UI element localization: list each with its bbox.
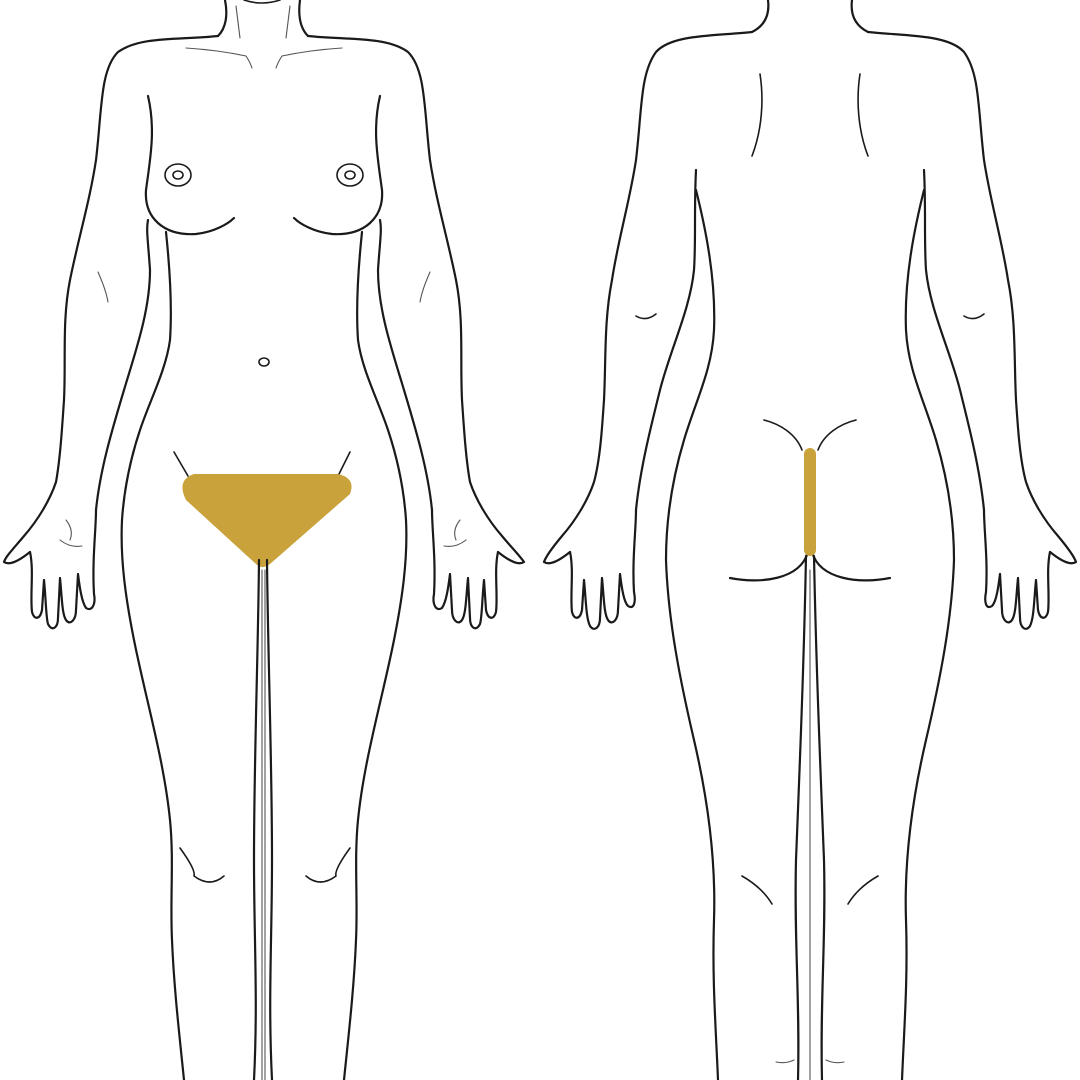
front-torso-right (342, 230, 408, 1080)
front-right-thumb-line (454, 519, 461, 541)
back-highlight-zone (804, 448, 816, 556)
back-left-hand (568, 508, 638, 630)
back-gluteal-fold-left (728, 550, 810, 582)
front-nipple-left-inner (172, 170, 184, 180)
front-nipple-right-inner (344, 170, 356, 180)
front-figure (2, 0, 526, 1080)
front-left-hand (28, 508, 98, 630)
back-neck-right (850, 0, 870, 34)
back-knee-left (741, 875, 773, 905)
back-calf-right (825, 1059, 845, 1064)
back-calf-left (775, 1059, 795, 1064)
front-right-arm-inner (376, 218, 434, 512)
front-right-arm-outer (306, 34, 526, 565)
front-navel (258, 357, 270, 367)
front-breast-left (144, 94, 236, 236)
back-gluteal-fold-right (810, 550, 892, 582)
front-inner-leg-right (265, 558, 274, 1080)
back-figure (542, 0, 1078, 1080)
front-clavicle-right (275, 47, 343, 69)
back-right-arm-outer (866, 30, 1078, 565)
back-inner-leg-right (812, 554, 826, 1080)
back-scapula-left (751, 73, 763, 157)
front-right-palm-line (443, 539, 467, 547)
back-torso-left (664, 188, 720, 1080)
front-left-thumb-line (65, 519, 72, 541)
front-neck-right (298, 0, 310, 38)
front-nipple-left (164, 163, 192, 187)
back-right-arm-inner (922, 168, 986, 512)
front-neck-left (216, 0, 228, 38)
front-neck-line-left (235, 5, 241, 39)
back-dimple-left (763, 419, 803, 451)
front-clavicle-left (185, 47, 253, 69)
front-left-arm-inner (94, 218, 152, 512)
front-knee-left (179, 847, 225, 883)
front-torso-left (120, 230, 186, 1080)
back-inner-leg-left (794, 554, 808, 1080)
back-torso-right (900, 188, 956, 1080)
back-left-elbow (635, 313, 657, 320)
back-right-hand (982, 508, 1052, 630)
back-right-elbow (963, 313, 985, 320)
front-hip-line-right (337, 451, 351, 477)
front-left-arm-outer (2, 34, 220, 565)
front-left-palm-line (59, 539, 83, 547)
front-knee-right (305, 847, 351, 883)
front-hip-line-left (173, 451, 189, 477)
back-neck-left (750, 0, 770, 34)
front-inner-leg-left (252, 558, 261, 1080)
front-highlight-zone (182, 474, 352, 567)
front-chin (243, 0, 281, 4)
front-right-hand (430, 508, 500, 630)
front-left-elbow (97, 271, 109, 303)
front-nipple-right (336, 163, 364, 187)
back-knee-right (847, 875, 879, 905)
back-scapula-right (857, 73, 869, 157)
back-left-arm-inner (634, 168, 698, 512)
back-dimple-right (817, 419, 857, 451)
back-left-arm-outer (542, 30, 754, 565)
front-breast-right (292, 94, 384, 236)
front-neck-line-right (285, 5, 291, 39)
front-right-elbow (419, 271, 431, 303)
